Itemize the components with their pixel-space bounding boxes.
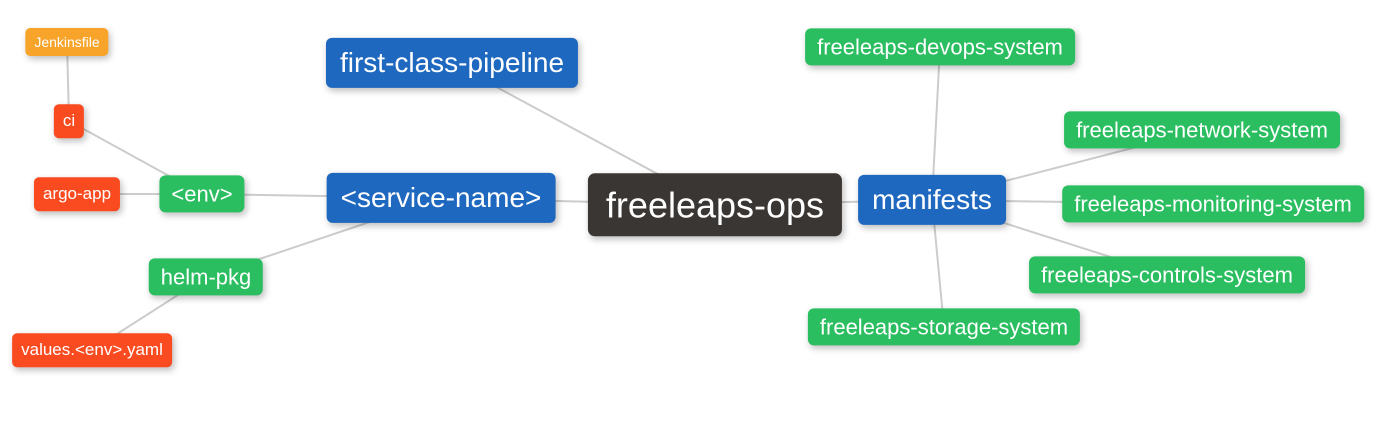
mindmap-node-first-class-pipeline[interactable]: first-class-pipeline — [325, 37, 579, 89]
mindmap-node-storage-system[interactable]: freeleaps-storage-system — [807, 308, 1081, 346]
mindmap-node-manifests[interactable]: manifests — [858, 174, 1006, 226]
edge-manifests-devops-system — [931, 46, 941, 201]
mindmap-node-jenkinsfile[interactable]: Jenkinsfile — [25, 27, 109, 57]
mindmap-node-argo-app[interactable]: argo-app — [33, 177, 121, 211]
mindmap-node-ci[interactable]: ci — [53, 104, 85, 138]
mindmap-node-values-env-yaml[interactable]: values.<env>.yaml — [12, 333, 172, 367]
mindmap-node-devops-system[interactable]: freeleaps-devops-system — [805, 28, 1075, 66]
mindmap-node-freeleaps-ops[interactable]: freeleaps-ops — [587, 173, 843, 237]
mindmap-node-env[interactable]: <env> — [159, 175, 245, 213]
mindmap-node-service-name[interactable]: <service-name> — [326, 172, 556, 224]
mindmap-node-helm-pkg[interactable]: helm-pkg — [148, 258, 264, 296]
mindmap-node-network-system[interactable]: freeleaps-network-system — [1064, 111, 1340, 149]
mindmap-node-controls-system[interactable]: freeleaps-controls-system — [1029, 256, 1305, 294]
mindmap-node-monitoring-system[interactable]: freeleaps-monitoring-system — [1062, 185, 1364, 223]
